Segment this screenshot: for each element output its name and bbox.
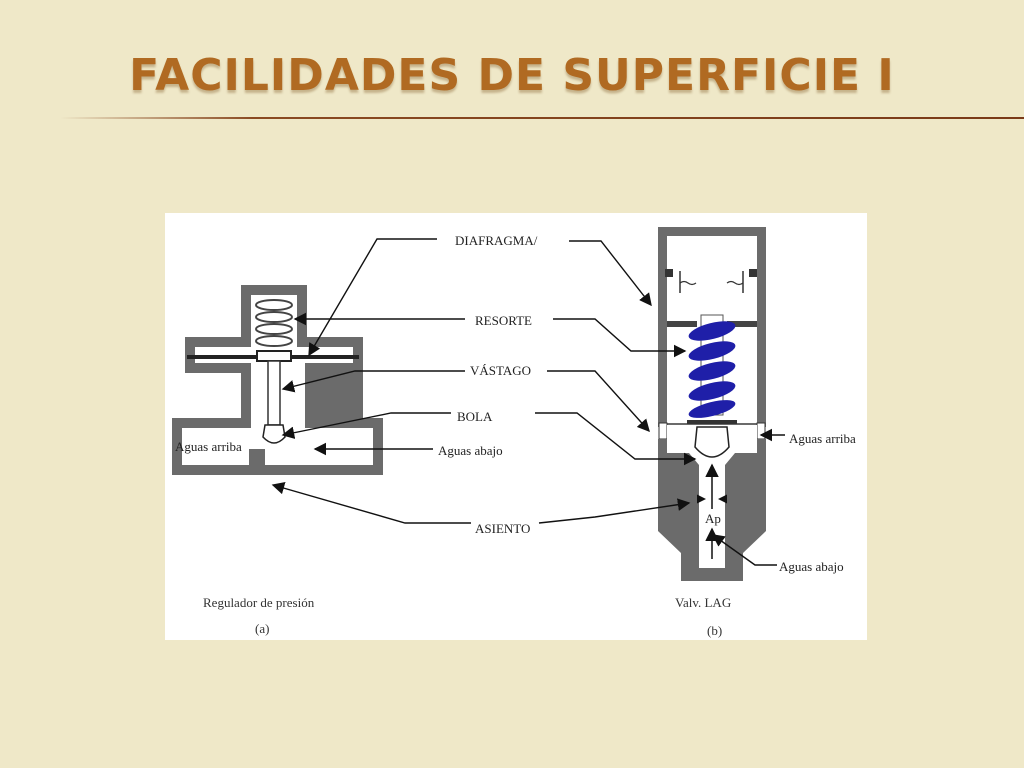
- regulator-seat: [249, 449, 265, 465]
- label-ap: Ap: [705, 511, 721, 526]
- lag-valve: [658, 227, 766, 581]
- caption-b-tag: (b): [707, 623, 722, 638]
- regulator-stem: [267, 360, 281, 426]
- caption-b-name: Valv. LAG: [675, 595, 731, 610]
- label-asiento: ASIENTO: [475, 521, 530, 536]
- label-aguas-abajo-b: Aguas abajo: [779, 559, 844, 574]
- label-aguas-arriba-b: Aguas arriba: [789, 431, 856, 446]
- label-aguas-arriba-a: Aguas arriba: [175, 439, 242, 454]
- label-diafragma: DIAFRAGMA/: [455, 233, 538, 248]
- leader-lines: [271, 238, 785, 566]
- regulator-spring: [255, 299, 293, 347]
- label-bola: BOLA: [457, 409, 493, 424]
- lag-ball: [694, 426, 730, 458]
- valve-diagram-svg: DIAFRAGMA/ RESORTE VÁSTAGO BOLA ASIENTO …: [172, 227, 856, 638]
- label-vastago: VÁSTAGO: [470, 363, 531, 378]
- regulator-plate: [256, 350, 292, 362]
- pressure-regulator: [172, 285, 383, 475]
- caption-a-name: Regulador de presión: [203, 595, 315, 610]
- valve-diagram: DIAFRAGMA/ RESORTE VÁSTAGO BOLA ASIENTO …: [165, 213, 867, 640]
- lag-spring: [688, 314, 736, 418]
- regulator-ball: [262, 424, 286, 444]
- slide-title: FACILIDADES DE SUPERFICIE I: [129, 50, 895, 101]
- title-underline: [60, 117, 1024, 119]
- label-resorte: RESORTE: [475, 313, 532, 328]
- caption-a-tag: (a): [255, 621, 269, 636]
- label-aguas-abajo-a: Aguas abajo: [438, 443, 503, 458]
